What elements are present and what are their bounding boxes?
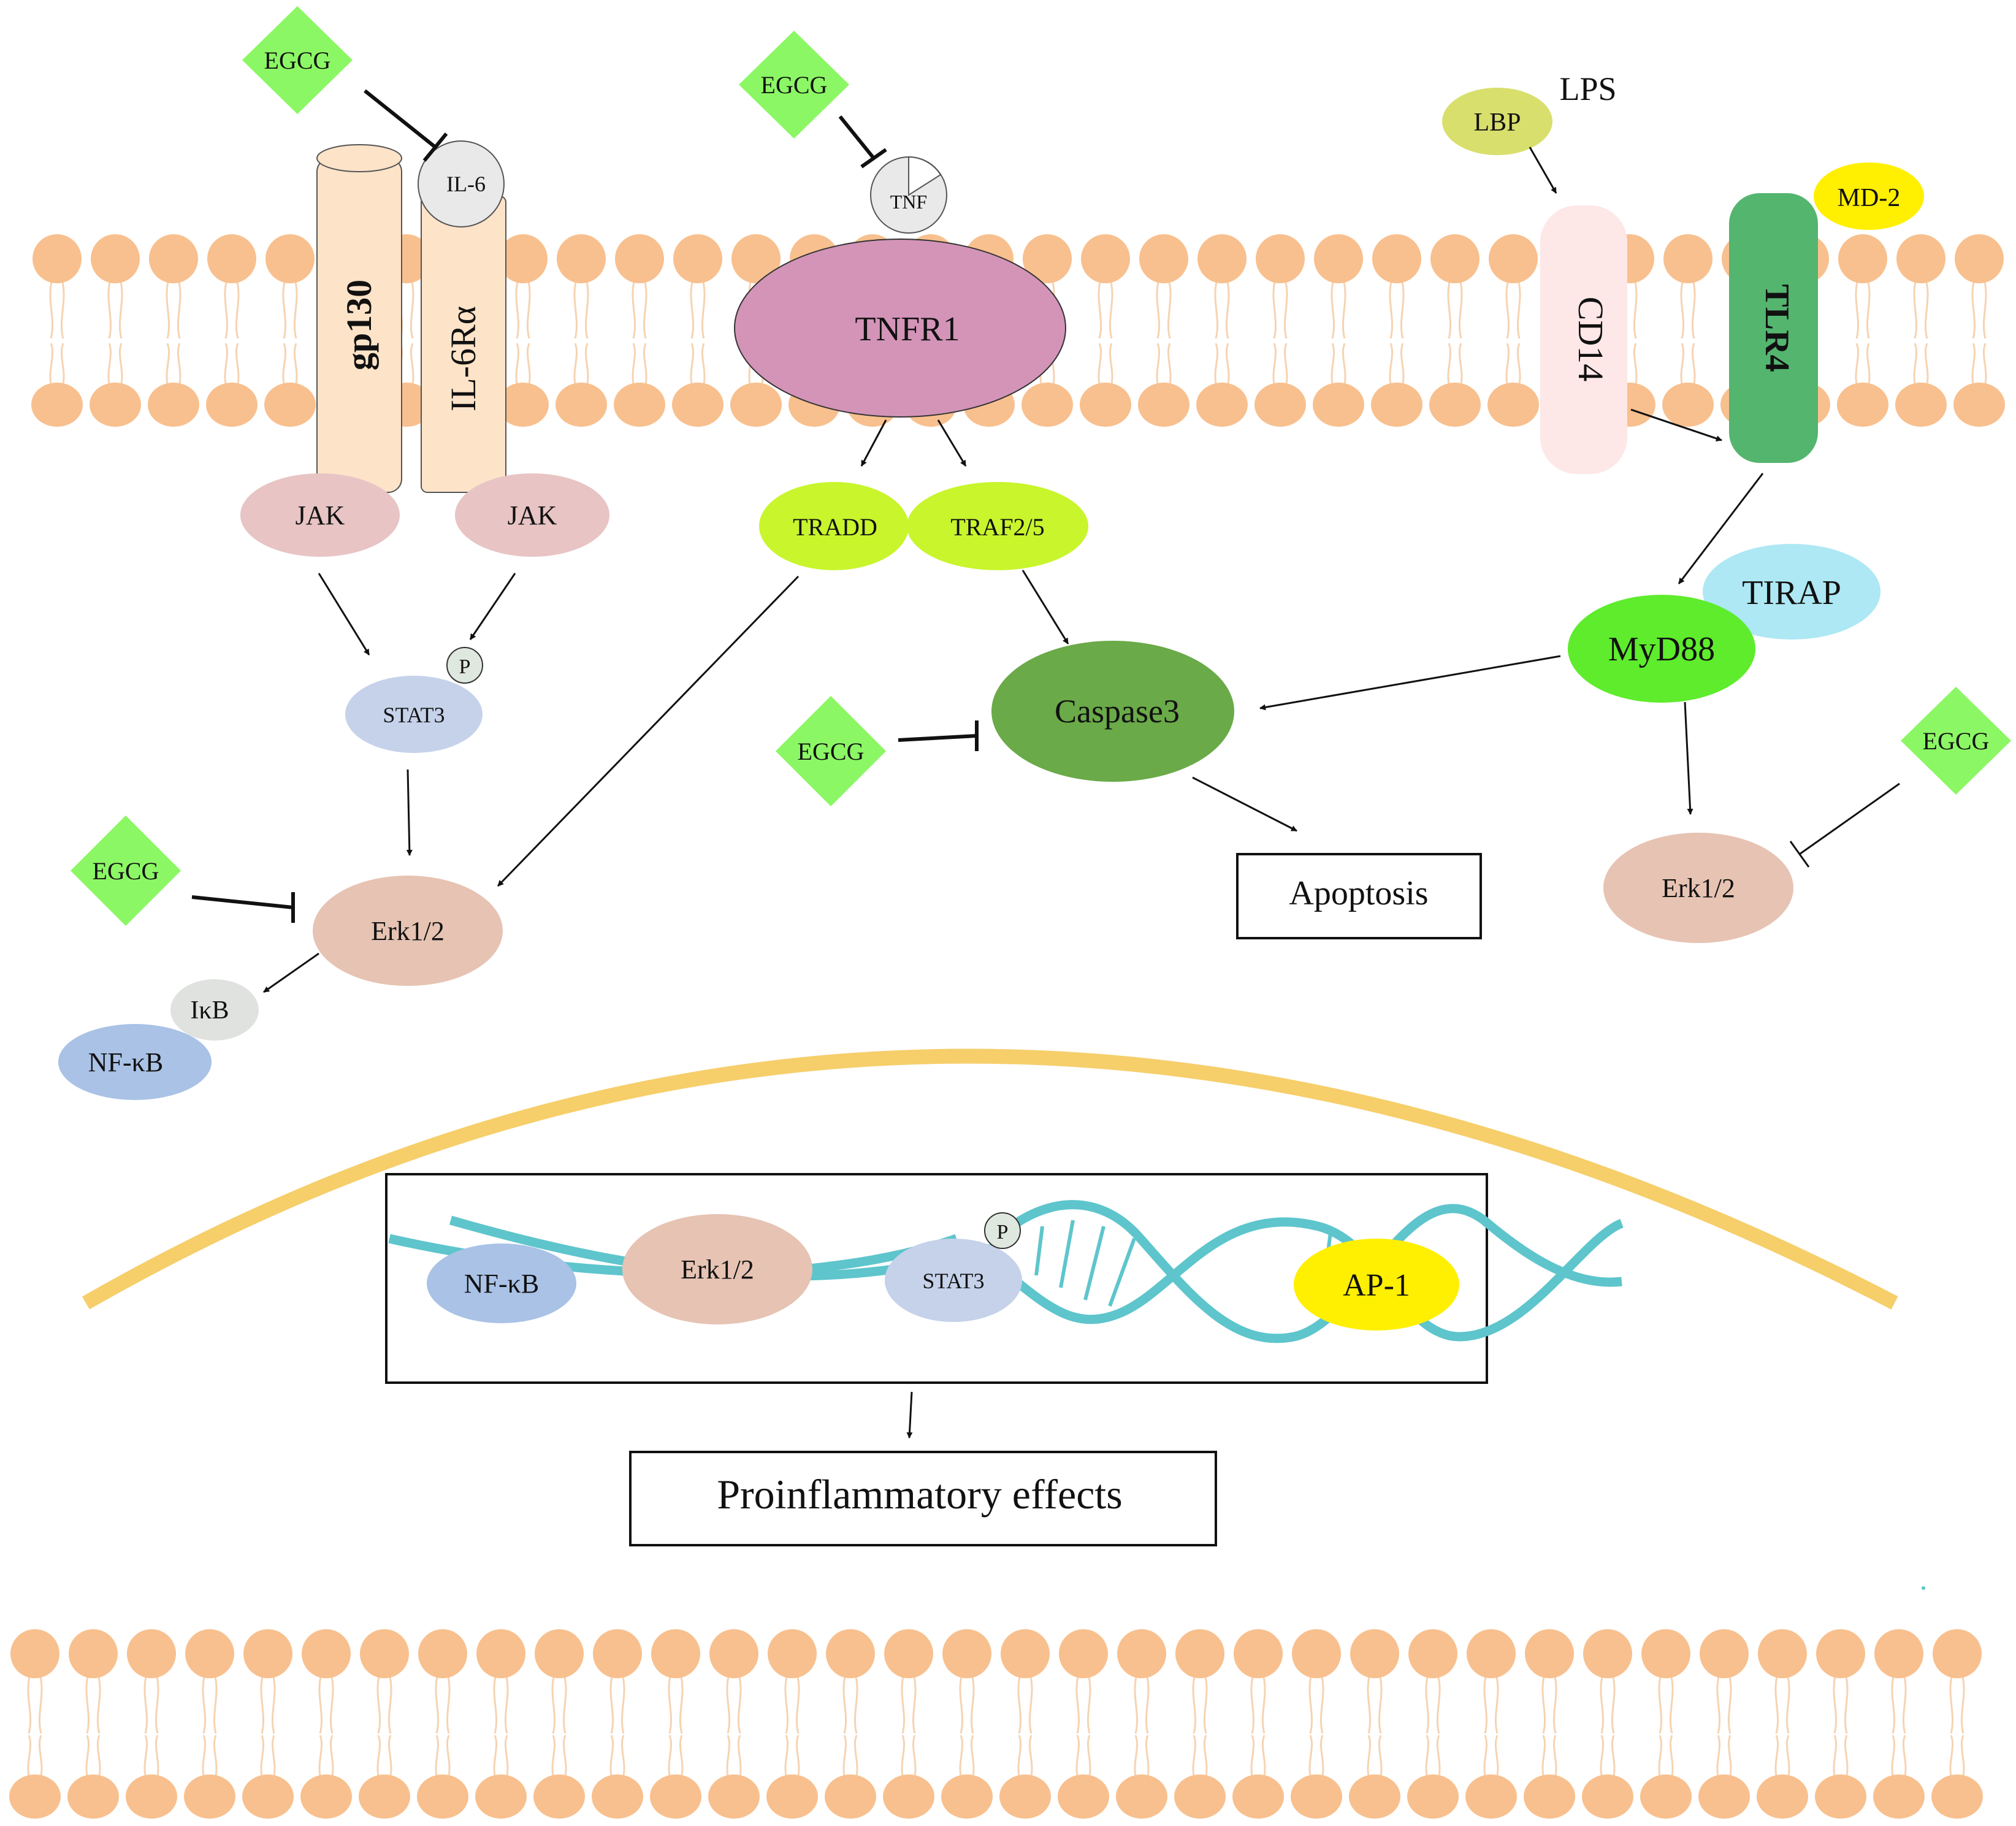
nfkb-nucleus <box>427 1243 576 1323</box>
erk-nucleus <box>622 1214 812 1324</box>
stat3-nucleus-label: STAT3 <box>922 1269 984 1293</box>
nfkb-nucleus-label: NF-κB <box>464 1269 539 1299</box>
egcg-label: EGCG <box>1923 727 1990 755</box>
lps-label: LPS <box>1559 71 1616 107</box>
ikb <box>170 979 259 1041</box>
proinflammatory-label: Proinflammatory effects <box>717 1471 1123 1518</box>
phospho-p-label: P <box>997 1221 1009 1243</box>
egcg-label: EGCG <box>264 47 331 74</box>
apoptosis-label: Apoptosis <box>1289 874 1428 912</box>
tlr4-receptor <box>1729 193 1818 463</box>
jak-left <box>240 473 400 557</box>
ap1 <box>1294 1239 1459 1331</box>
lbp <box>1442 88 1552 155</box>
jak-right <box>455 473 609 557</box>
il6-label: IL-6 <box>446 172 486 196</box>
tnf-label: TNF <box>890 191 927 213</box>
tnfr1-label: TNFR1 <box>855 310 960 348</box>
egcg-label: EGCG <box>798 738 865 765</box>
phospho-p <box>984 1212 1021 1249</box>
gp130-label: gp130 <box>339 280 379 370</box>
stat3-label: STAT3 <box>383 703 445 727</box>
egcg-icon <box>1901 687 2011 795</box>
cd14-receptor <box>1540 205 1627 474</box>
nfkb-left-label: NF-κB <box>88 1047 163 1077</box>
lbp-label: LBP <box>1473 109 1521 137</box>
stat3 <box>345 676 483 753</box>
egcg-icon <box>71 816 181 926</box>
myd88-label: MyD88 <box>1608 630 1715 668</box>
jak-left-label: JAK <box>296 500 345 530</box>
egcg-inhibit-il6 <box>364 89 437 149</box>
caspase3 <box>991 641 1234 782</box>
ikb-label: IκB <box>190 996 229 1025</box>
nfkb-left <box>58 1024 212 1100</box>
md2 <box>1814 162 1924 230</box>
erk-right <box>1603 833 1793 943</box>
tnfr1-receptor <box>734 239 1066 418</box>
traf-label: TRAF2/5 <box>950 513 1044 541</box>
caspase3-label: Caspase3 <box>1055 693 1180 730</box>
erk-right-label: Erk1/2 <box>1662 873 1735 903</box>
tradd <box>759 482 909 570</box>
jak-right-label: JAK <box>508 500 557 530</box>
ap1-label: AP-1 <box>1343 1268 1410 1303</box>
nuclear-envelope <box>82 1049 1898 1310</box>
il6ra-label: IL-6Rα <box>443 306 483 411</box>
egcg-label: EGCG <box>93 857 159 885</box>
proinflammatory-box <box>629 1451 1217 1546</box>
stat3-nucleus <box>885 1239 1022 1322</box>
tirap-label: TIRAP <box>1742 574 1841 612</box>
egcg-icon <box>739 31 849 139</box>
phospho-p-label: P <box>459 655 471 678</box>
myd88 <box>1568 595 1755 703</box>
erk-left <box>313 876 503 986</box>
egcg-icon <box>242 6 353 114</box>
erk-nucleus-label: Erk1/2 <box>681 1255 754 1285</box>
tirap <box>1703 544 1880 640</box>
apoptosis-box <box>1236 853 1482 939</box>
tlr4-label: TLR4 <box>1758 284 1796 372</box>
il6-ligand <box>418 140 505 227</box>
egcg-icon <box>776 696 886 806</box>
cell-membrane-bottom <box>9 1629 1983 1819</box>
egcg-label: EGCG <box>761 71 828 99</box>
cd14-label: CD14 <box>1571 297 1611 382</box>
dna-box <box>385 1173 1488 1384</box>
erk-left-label: Erk1/2 <box>371 916 445 946</box>
traf25 <box>907 482 1088 570</box>
tradd-label: TRADD <box>793 513 877 541</box>
phospho-p <box>446 647 483 684</box>
md2-label: MD-2 <box>1838 184 1901 212</box>
